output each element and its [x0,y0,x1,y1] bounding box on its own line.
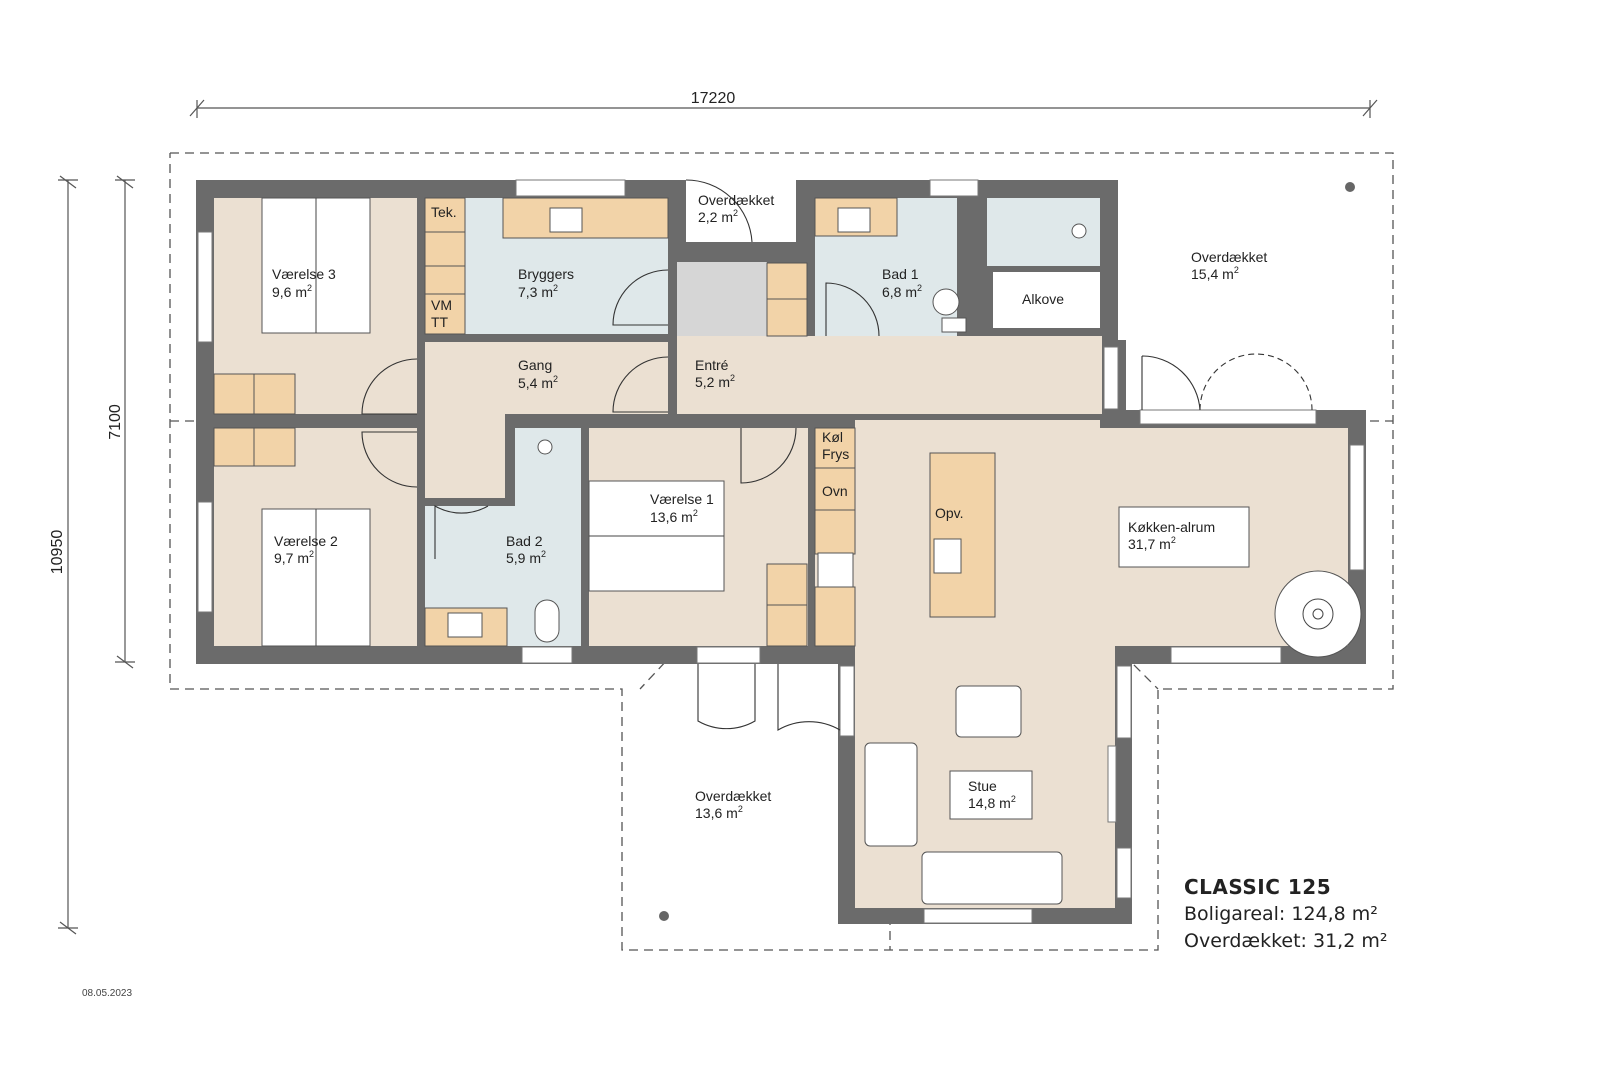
plan-info: CLASSIC 125 Boligareal: 124,8 m² Overdæk… [1184,874,1387,955]
label-tek: Tek. [431,204,457,220]
room-vaerelse-2: Værelse 2 9,7 m2 [274,533,338,566]
room-koekken-alrum: Køkken-alrum 31,7 m2 [1128,519,1215,552]
svg-text:9,6 m2: 9,6 m2 [272,283,312,300]
svg-text:Entré: Entré [695,357,729,373]
room-bryggers: Bryggers 7,3 m2 [518,266,574,300]
svg-text:Stue: Stue [968,778,997,794]
label-opv: Opv. [935,505,964,521]
label-ovn: Ovn [822,483,848,499]
room-vaerelse-3: Værelse 3 9,6 m2 [272,266,336,300]
windows [197,179,1365,924]
svg-text:7,3 m2: 7,3 m2 [518,283,558,300]
dimension-width: 17220 [189,90,1378,118]
room-bad-1: Bad 1 6,8 m2 [882,266,922,300]
plan-title: CLASSIC 125 [1184,875,1332,899]
label-frys: Frys [822,446,849,462]
label-koel: Køl [822,429,843,445]
plan-date: 08.05.2023 [82,988,133,999]
svg-text:2,2 m2: 2,2 m2 [698,208,738,225]
room-alkove: Alkove [1022,291,1064,307]
svg-text:Bryggers: Bryggers [518,266,574,282]
dimension-height-main: 7100 [107,175,135,669]
living-area: Boligareal: 124,8 m² [1184,903,1378,925]
room-labels: Værelse 3 9,6 m2 Bryggers 7,3 m2 Overdæk… [272,192,1267,821]
svg-text:15,4 m2: 15,4 m2 [1191,265,1239,282]
room-stue: Stue 14,8 m2 [968,778,1016,811]
svg-text:Overdækket: Overdækket [1191,249,1267,265]
svg-text:6,8 m2: 6,8 m2 [882,283,922,300]
svg-text:5,9 m2: 5,9 m2 [506,549,546,566]
doors [361,179,1355,921]
svg-text:13,6 m2: 13,6 m2 [650,508,698,525]
room-overdaekket-east: Overdækket 15,4 m2 [1191,249,1267,282]
svg-text:13,6 m2: 13,6 m2 [695,804,743,821]
cabinets [213,197,996,647]
svg-text:Bad 2: Bad 2 [506,533,543,549]
svg-text:31,7 m2: 31,7 m2 [1128,535,1176,552]
room-vaerelse-1: Værelse 1 13,6 m2 [650,491,714,525]
covered-area: Overdækket: 31,2 m² [1184,930,1388,952]
dimension-height-total-label: 10950 [49,530,66,575]
svg-text:14,8 m2: 14,8 m2 [968,794,1016,811]
svg-text:Bad 1: Bad 1 [882,266,919,282]
svg-text:Værelse 3: Værelse 3 [272,266,336,282]
svg-text:Overdækket: Overdækket [698,192,774,208]
dimension-width-label: 17220 [691,90,736,107]
label-tt: TT [431,314,449,330]
dimension-height-main-label: 7100 [107,404,124,440]
dimension-height-total: 10950 [49,175,78,935]
svg-text:5,2 m2: 5,2 m2 [695,373,735,390]
svg-text:9,7 m2: 9,7 m2 [274,549,314,566]
room-overdaekket-small: Overdækket 2,2 m2 [698,192,774,225]
room-entre: Entré 5,2 m2 [695,357,735,390]
label-vm: VM [431,297,452,313]
room-bad-2: Bad 2 5,9 m2 [506,533,546,566]
furniture [261,197,1362,905]
svg-text:5,4 m2: 5,4 m2 [518,374,558,391]
svg-text:Værelse 2: Værelse 2 [274,533,338,549]
room-overdaekket-south: Overdækket 13,6 m2 [695,788,771,821]
svg-text:Gang: Gang [518,357,552,373]
svg-text:Køkken-alrum: Køkken-alrum [1128,519,1215,535]
fixture-labels: Tek. VM TT Køl Frys Ovn Opv. [431,204,964,521]
svg-text:Værelse 1: Værelse 1 [650,491,714,507]
svg-text:Overdækket: Overdækket [695,788,771,804]
room-gang: Gang 5,4 m2 [518,357,558,391]
